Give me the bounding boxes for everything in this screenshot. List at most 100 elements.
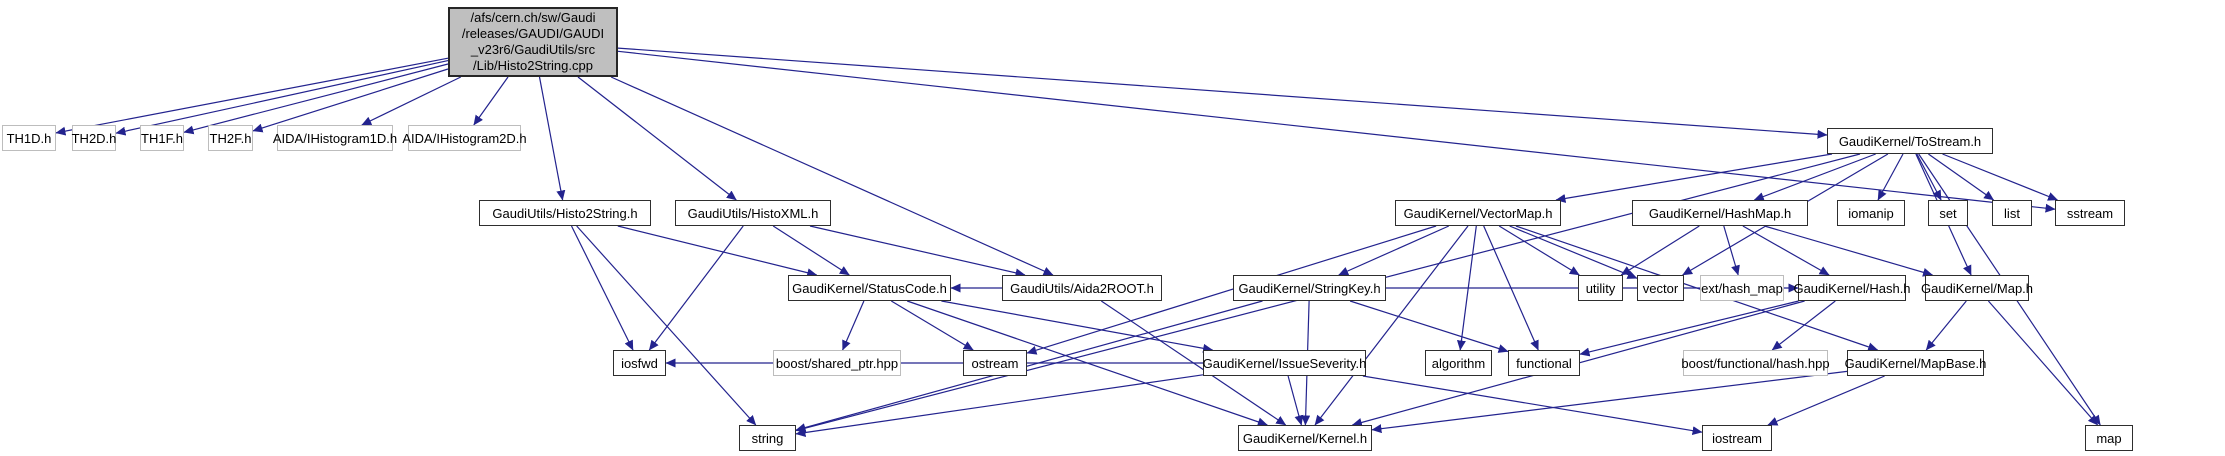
- include-edge-hashmap-to-utility: [1620, 225, 1700, 276]
- include-edge-statuscode-to-ostream: [890, 300, 974, 351]
- node-issueseverity[interactable]: GaudiKernel/IssueSeverity.h: [1203, 350, 1366, 376]
- include-edges: [55, 47, 2101, 437]
- node-iosfwd[interactable]: iosfwd: [613, 350, 666, 376]
- node-hash[interactable]: GaudiKernel/Hash.h: [1793, 275, 1911, 301]
- node-stringkey[interactable]: GaudiKernel/StringKey.h: [1233, 275, 1386, 301]
- main-node-line: /Lib/Histo2String.cpp: [473, 58, 593, 73]
- include-edge-cpp-to-histo2string: [538, 76, 566, 201]
- node-label: GaudiKernel/StringKey.h: [1238, 280, 1381, 296]
- include-edge-cpp-to-th1d: [55, 57, 449, 136]
- node-label: GaudiKernel/StatusCode.h: [792, 280, 947, 296]
- node-th1f: TH1F.h: [140, 125, 184, 151]
- node-string[interactable]: string: [739, 425, 796, 451]
- node-mapbase[interactable]: GaudiKernel/MapBase.h: [1844, 350, 1987, 376]
- node-map[interactable]: map: [2085, 425, 2133, 451]
- node-map-h[interactable]: GaudiKernel/Map.h: [1921, 275, 2033, 301]
- node-aida2root[interactable]: GaudiUtils/Aida2ROOT.h: [1002, 275, 1162, 301]
- include-edge-tostream-to-set: [1916, 153, 1942, 201]
- node-cpp: /afs/cern.ch/sw/Gaudi/releases/GAUDI/GAU…: [448, 7, 618, 77]
- node-label: GaudiKernel/Hash.h: [1793, 280, 1911, 296]
- node-label: utility: [1585, 280, 1616, 296]
- node-utility[interactable]: utility: [1578, 275, 1623, 301]
- node-label: boost/functional/hash.hpp: [1681, 355, 1830, 371]
- node-list[interactable]: list: [1992, 200, 2032, 226]
- node-label: TH1D.h: [6, 130, 52, 146]
- include-edge-issueseverity-to-iostream: [1362, 375, 1703, 436]
- node-vectormap[interactable]: GaudiKernel/VectorMap.h: [1395, 200, 1561, 226]
- node-aida2d: AIDA/IHistogram2D.h: [402, 125, 527, 151]
- node-label: ext/hash_map: [1701, 280, 1783, 296]
- node-algorithm[interactable]: algorithm: [1425, 350, 1492, 376]
- node-aida1d: AIDA/IHistogram1D.h: [273, 125, 397, 151]
- node-label: TH2F.h: [209, 130, 252, 146]
- node-label: GaudiKernel/ToStream.h: [1838, 133, 1982, 149]
- node-histoxml[interactable]: GaudiUtils/HistoXML.h: [675, 200, 831, 226]
- include-edge-cpp-to-aida2d: [473, 76, 509, 126]
- node-label: list: [2004, 205, 2020, 221]
- node-label: GaudiUtils/Aida2ROOT.h: [1010, 280, 1154, 296]
- include-edge-histo2string-to-string: [576, 225, 757, 426]
- include-edge-histoxml-to-iosfwd: [648, 225, 744, 351]
- include-edge-mapbase-to-iostream: [1767, 375, 1885, 426]
- node-th2d: TH2D.h: [72, 125, 116, 151]
- node-set[interactable]: set: [1928, 200, 1968, 226]
- node-label: GaudiKernel/IssueSeverity.h: [1202, 355, 1367, 371]
- include-edge-histo2string-to-iosfwd: [570, 225, 634, 351]
- node-label: vector: [1642, 280, 1679, 296]
- node-shared-ptr: boost/shared_ptr.hpp: [773, 350, 901, 376]
- node-label: iomanip: [1848, 205, 1894, 221]
- node-label: AIDA/IHistogram1D.h: [272, 130, 398, 146]
- include-edge-hash-to-boost_hash: [1771, 300, 1836, 351]
- node-label: GaudiUtils/Histo2String.h: [492, 205, 638, 221]
- include-edge-hash-to-functional: [1579, 300, 1799, 357]
- node-label: iosfwd: [621, 355, 658, 371]
- node-label: GaudiUtils/HistoXML.h: [687, 205, 819, 221]
- node-label: algorithm: [1431, 355, 1486, 371]
- include-edge-cpp-to-tostream: [617, 47, 1828, 139]
- node-label: TH1F.h: [141, 130, 183, 146]
- node-label: functional: [1516, 355, 1572, 371]
- include-edge-cpp-to-aida1d: [361, 76, 462, 126]
- include-edge-vectormap-to-stringkey: [1338, 225, 1450, 276]
- node-label: GaudiKernel/Map.h: [1921, 280, 2034, 296]
- include-edge-statuscode-to-issueseverity: [941, 300, 1214, 353]
- node-hashmap[interactable]: GaudiKernel/HashMap.h: [1632, 200, 1808, 226]
- include-edge-vectormap-to-kernel: [1314, 225, 1469, 426]
- include-edge-histoxml-to-aida2root: [809, 225, 1026, 278]
- node-label: set: [1939, 205, 1957, 221]
- include-edge-hashmap-to-map_h: [1764, 225, 1933, 277]
- include-edge-map_h-to-mapbase: [1925, 300, 1967, 351]
- node-iomanip[interactable]: iomanip: [1837, 200, 1905, 226]
- node-sstream[interactable]: sstream: [2055, 200, 2125, 226]
- node-th2f: TH2F.h: [208, 125, 253, 151]
- node-label: string: [751, 430, 784, 446]
- node-kernel[interactable]: GaudiKernel/Kernel.h: [1238, 425, 1372, 451]
- include-edge-statuscode-to-shared_ptr: [842, 300, 865, 351]
- node-ostream[interactable]: ostream: [963, 350, 1027, 376]
- main-node-line: _v23r6/GaudiUtils/src: [470, 42, 596, 57]
- node-label: ostream: [971, 355, 1019, 371]
- node-histo2string[interactable]: GaudiUtils/Histo2String.h: [479, 200, 651, 226]
- include-edge-vectormap-to-utility: [1498, 225, 1580, 276]
- include-edge-hashmap-to-ext_hash_map: [1723, 225, 1740, 276]
- include-edge-cpp-to-sstream: [617, 50, 2056, 213]
- include-edge-vectormap-to-vector: [1509, 225, 1638, 279]
- node-label: iostream: [1712, 430, 1762, 446]
- node-label: boost/shared_ptr.hpp: [775, 355, 899, 371]
- node-tostream[interactable]: GaudiKernel/ToStream.h: [1827, 128, 1993, 154]
- include-edge-stringkey-to-functional: [1349, 300, 1509, 353]
- include-edge-cpp-to-th1f: [183, 63, 449, 135]
- include-edge-tostream-to-list: [1928, 153, 1995, 201]
- node-statuscode[interactable]: GaudiKernel/StatusCode.h: [788, 275, 951, 301]
- include-edge-stringkey-to-string: [795, 300, 1263, 432]
- node-functional[interactable]: functional: [1508, 350, 1580, 376]
- node-th1d: TH1D.h: [2, 125, 56, 151]
- include-edge-hashmap-to-hash: [1742, 225, 1830, 276]
- main-node-line: /releases/GAUDI/GAUDI: [461, 26, 605, 41]
- include-edge-issueseverity-to-kernel: [1287, 375, 1304, 426]
- node-vector[interactable]: vector: [1637, 275, 1684, 301]
- node-iostream[interactable]: iostream: [1702, 425, 1772, 451]
- include-edge-mapbase-to-kernel: [1371, 370, 1848, 434]
- node-label: GaudiKernel/MapBase.h: [1844, 355, 1987, 371]
